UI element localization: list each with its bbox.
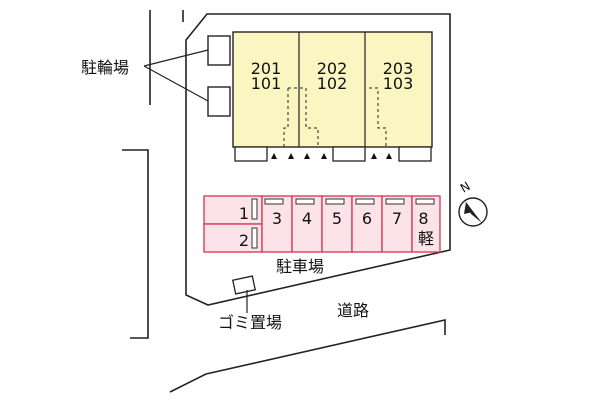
parking-label-7: 7 (392, 209, 402, 228)
north-arrow: N (458, 179, 488, 227)
road-edge (169, 318, 446, 393)
porch-boxes (234, 146, 432, 162)
entrance-markers (271, 153, 392, 159)
bicycle-parking-label: 駐輪場 (81, 58, 129, 77)
wheel-stops (251, 198, 435, 249)
parking-label-6: 6 (362, 209, 372, 228)
parking-label-8: 8 軽 (418, 209, 434, 248)
north-label: N (458, 179, 473, 196)
parking-label-1: 1 (239, 204, 249, 223)
parking-label-4: 4 (302, 209, 312, 228)
surrounding-lines (122, 10, 451, 393)
compass-needle (465, 201, 482, 223)
left-wall-bottom (122, 149, 149, 339)
parking-space-6 (351, 195, 383, 253)
unit-1-lower: 101 (251, 74, 282, 93)
garbage-area-label: ゴミ置場 (218, 313, 282, 332)
unit-3-upper: 203 (383, 59, 414, 78)
parking-space-labels: 1 2 3 4 5 6 7 8 軽 (239, 204, 434, 250)
parking-label-8-text: 8 (418, 209, 428, 228)
parking-label-2: 2 (239, 231, 249, 250)
parking-label-3: 3 (272, 209, 282, 228)
parking-label-5: 5 (332, 209, 342, 228)
unit-1-upper: 201 (251, 59, 282, 78)
parking-space-4 (291, 195, 323, 253)
road-label: 道路 (337, 301, 369, 320)
site-boundary (185, 13, 451, 306)
parking-lot-label: 駐車場 (276, 257, 324, 276)
bicycle-rack-1 (207, 35, 231, 66)
parking-label-8-suffix: 軽 (418, 229, 434, 248)
parking-space-8 (411, 195, 441, 253)
bicycle-leaders (143, 49, 209, 102)
unit-2-upper: 202 (317, 59, 348, 78)
bicycle-parking (207, 35, 231, 117)
unit-3-lower: 103 (383, 74, 414, 93)
building: 201 101 202 102 203 103 (232, 31, 433, 162)
dashed-stairs (283, 87, 387, 147)
bicycle-rack-2 (207, 86, 231, 117)
unit-2-lower: 102 (317, 74, 348, 93)
garbage-area-box (231, 275, 257, 295)
building-outline (232, 31, 433, 148)
